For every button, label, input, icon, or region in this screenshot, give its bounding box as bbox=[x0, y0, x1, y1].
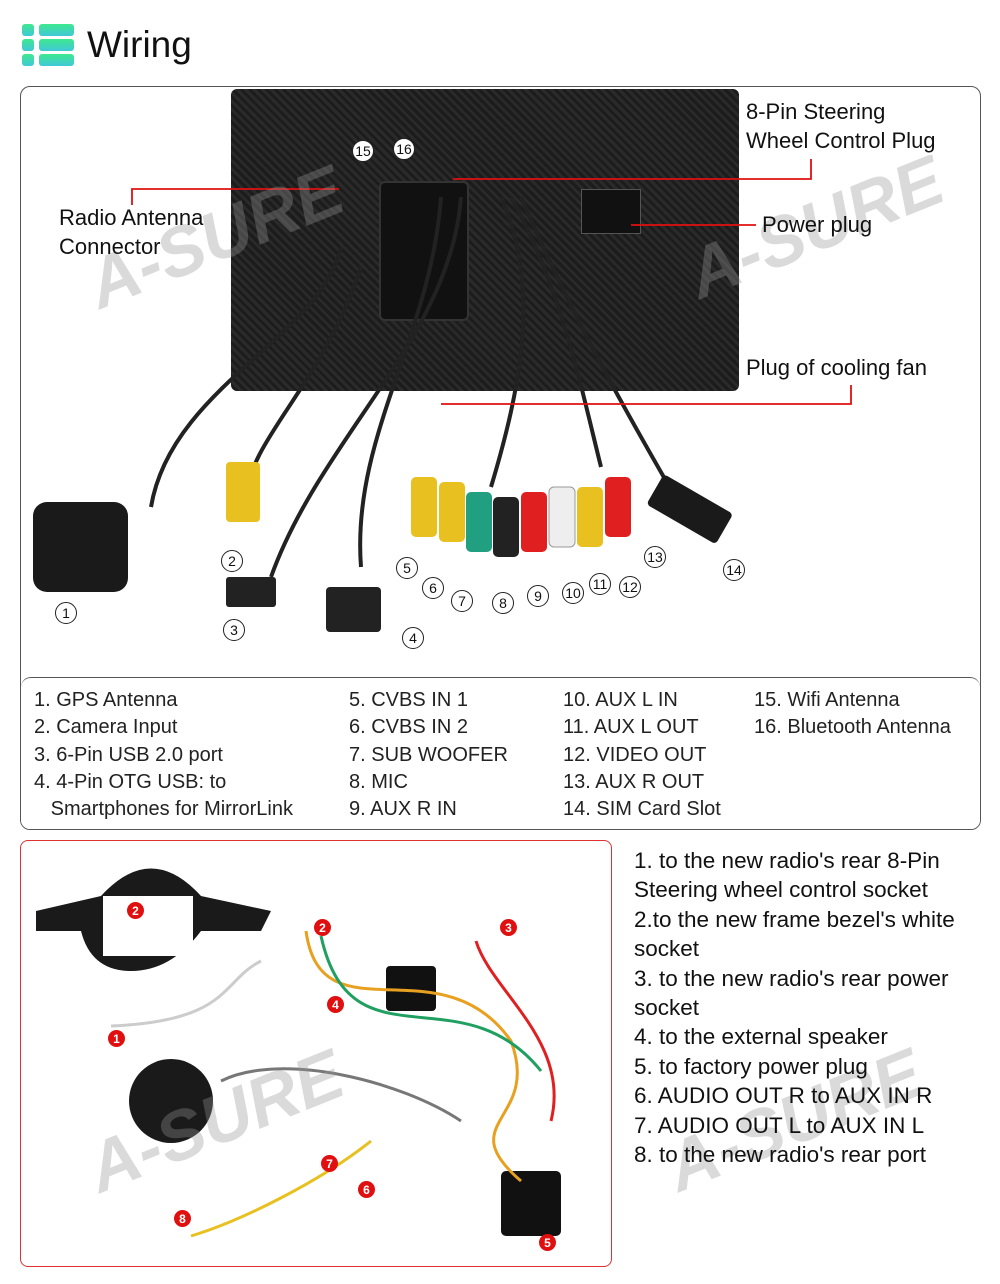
callout-power-plug: Power plug bbox=[762, 212, 873, 237]
marker-4: 4 bbox=[327, 996, 344, 1013]
list-icon bbox=[22, 24, 74, 66]
marker-12: 12 bbox=[619, 576, 641, 598]
marker-1: 1 bbox=[55, 602, 77, 624]
radio-rear-image bbox=[231, 89, 739, 391]
cables-drawing bbox=[33, 159, 852, 632]
marker-16: 16 bbox=[393, 138, 415, 160]
marker-3: 3 bbox=[223, 619, 245, 641]
marker-4: 4 bbox=[402, 627, 424, 649]
marker-6: 6 bbox=[358, 1181, 375, 1198]
marker-15: 15 bbox=[352, 140, 374, 162]
marker-2: 2 bbox=[127, 902, 144, 919]
marker-5: 5 bbox=[396, 557, 418, 579]
harness-instructions: 1. to the new radio's rear 8-Pin Steerin… bbox=[634, 848, 955, 1168]
marker-11: 11 bbox=[589, 573, 611, 595]
marker-7: 7 bbox=[451, 590, 473, 612]
marker-3: 3 bbox=[500, 919, 517, 936]
harness-diagram-panel: A-SURE 2 2 3 4 1 7 6 8 5 bbox=[20, 840, 612, 1267]
marker-2: 2 bbox=[221, 550, 243, 572]
marker-2: 2 bbox=[314, 919, 331, 936]
marker-14: 14 bbox=[723, 559, 745, 581]
marker-8: 8 bbox=[174, 1210, 191, 1227]
marker-10: 10 bbox=[562, 582, 584, 604]
marker-6: 6 bbox=[422, 577, 444, 599]
marker-5: 5 bbox=[539, 1234, 556, 1251]
marker-1: 1 bbox=[108, 1030, 125, 1047]
marker-13: 13 bbox=[644, 546, 666, 568]
marker-9: 9 bbox=[527, 585, 549, 607]
marker-8: 8 bbox=[492, 592, 514, 614]
marker-7: 7 bbox=[321, 1155, 338, 1172]
callout-cooling-fan: Plug of cooling fan bbox=[746, 355, 928, 380]
harness-drawing bbox=[36, 868, 561, 1238]
page-title: Wiring bbox=[87, 24, 192, 65]
